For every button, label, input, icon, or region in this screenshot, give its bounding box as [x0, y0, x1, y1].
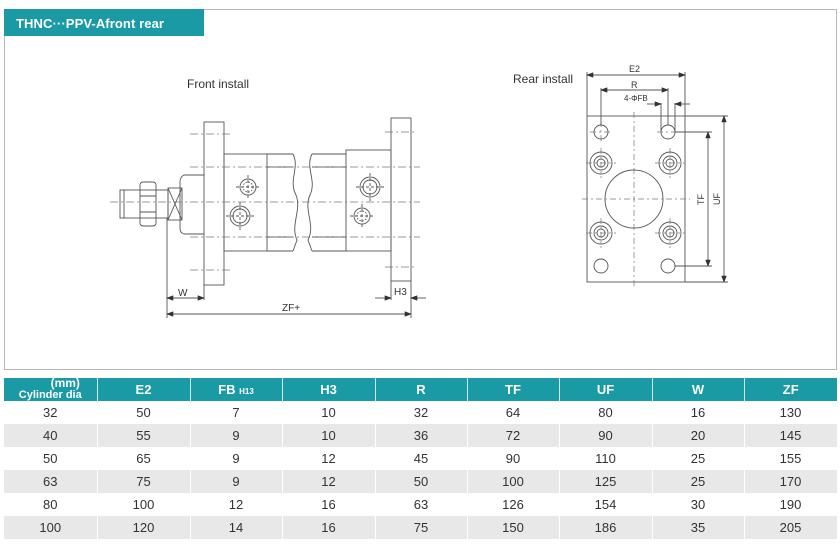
table-cell: 30 — [652, 493, 745, 516]
table-cell: 110 — [559, 447, 653, 470]
table-cell: 126 — [467, 493, 560, 516]
dim-h3-label: H3 — [394, 287, 407, 298]
header-w: W — [652, 378, 745, 401]
unit-label: (mm) — [50, 376, 80, 390]
table-cell: 130 — [744, 401, 838, 424]
table-cell: 145 — [744, 424, 838, 447]
table-cell: 170 — [744, 470, 838, 493]
header-h3: H3 — [282, 378, 376, 401]
table-cell: 20 — [652, 424, 745, 447]
front-install-label: Front install — [187, 77, 249, 91]
front-cap — [223, 153, 268, 252]
header-tf: TF — [467, 378, 560, 401]
table-cell: 9 — [190, 447, 283, 470]
table-cell: 35 — [652, 516, 745, 539]
table-cell: 80 — [559, 401, 653, 424]
table-cell: 125 — [559, 470, 653, 493]
table-cell: 155 — [744, 447, 838, 470]
table-cell: 50 — [97, 401, 191, 424]
drawing-frame — [4, 9, 837, 370]
rear-view: E2 R 4-ΦFB TF UF — [582, 64, 728, 287]
dim-fb-label: 4-ΦFB — [624, 94, 648, 103]
table-cell: 90 — [559, 424, 653, 447]
table-cell: 186 — [559, 516, 653, 539]
table-cell: 32 — [375, 401, 468, 424]
rear-install-label: Rear install — [513, 72, 573, 86]
header-r: R — [375, 378, 468, 401]
table-cell: 100 — [467, 470, 560, 493]
front-view: W ZF+ H3 — [110, 117, 426, 318]
table-cell: 9 — [190, 470, 283, 493]
tie-rod-icon — [589, 151, 682, 245]
table-cell: 63 — [375, 493, 468, 516]
table-cell: 63 — [4, 470, 98, 493]
table-cell: 100 — [97, 493, 191, 516]
table-cell: 16 — [652, 401, 745, 424]
rear-cap — [345, 149, 392, 252]
table-cell: 25 — [652, 470, 745, 493]
table-cell: 32 — [4, 401, 98, 424]
table-cell: 205 — [744, 516, 838, 539]
table-cell: 16 — [282, 493, 376, 516]
table-cell: 9 — [190, 424, 283, 447]
dim-zf-label: ZF+ — [282, 303, 300, 314]
front-flange — [203, 121, 225, 286]
table-cell: 50 — [4, 447, 98, 470]
table-cell: 14 — [190, 516, 283, 539]
table-cell: 75 — [97, 470, 191, 493]
table-cell: 90 — [467, 447, 560, 470]
cylinder-dia-label: Cylinder dia — [18, 389, 82, 401]
dim-w-label: W — [178, 288, 188, 299]
header-zf: ZF — [744, 378, 837, 401]
table-cell: 120 — [97, 516, 191, 539]
table-cell: 75 — [375, 516, 468, 539]
table-cell: 25 — [652, 447, 745, 470]
table-cell: 72 — [467, 424, 560, 447]
table-cell: 150 — [467, 516, 560, 539]
table-cell: 55 — [97, 424, 191, 447]
dim-tf-label: TF — [696, 194, 706, 205]
table-cell: 12 — [282, 447, 376, 470]
table-cell: 16 — [282, 516, 376, 539]
table-cell: 65 — [97, 447, 191, 470]
section-title: THNC···PPV-Afront rear flange — [4, 9, 204, 61]
rear-flange — [390, 117, 412, 282]
table-cell: 154 — [559, 493, 653, 516]
header-fb: FB H13 — [190, 378, 283, 401]
table-cell: 36 — [375, 424, 468, 447]
table-cell: 50 — [375, 470, 468, 493]
table-cell: 10 — [282, 424, 376, 447]
table-cell: 80 — [4, 493, 98, 516]
technical-drawing: Front install — [110, 64, 728, 318]
dim-uf-label: UF — [712, 193, 722, 205]
table-cell: 7 — [190, 401, 283, 424]
table-cell: 100 — [4, 516, 98, 539]
dim-r-label: R — [631, 80, 638, 90]
table-cell: 10 — [282, 401, 376, 424]
table-cell: 45 — [375, 447, 468, 470]
header-cylinder-dia: (mm) Cylinder dia — [4, 376, 98, 401]
port-icon — [226, 173, 384, 230]
table-cell: 12 — [190, 493, 283, 516]
table-header-row: (mm) Cylinder dia E2 FB H13 H3 R TF UF W… — [4, 376, 837, 401]
table-cell: 40 — [4, 424, 98, 447]
table-cell: 190 — [744, 493, 838, 516]
header-uf: UF — [559, 378, 653, 401]
table-cell: 64 — [467, 401, 560, 424]
table-cell: 12 — [282, 470, 376, 493]
header-e2: E2 — [97, 378, 191, 401]
dimension-table: (mm) Cylinder dia E2 FB H13 H3 R TF UF W… — [4, 376, 838, 539]
dim-e2-label: E2 — [629, 64, 640, 74]
